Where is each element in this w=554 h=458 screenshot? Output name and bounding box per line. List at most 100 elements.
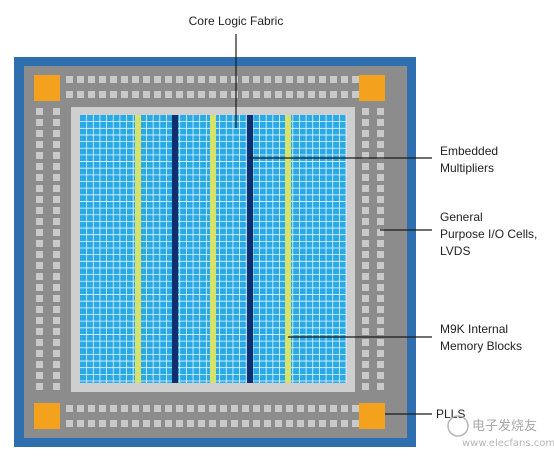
io-cell <box>165 405 172 412</box>
io-cell <box>36 361 43 368</box>
io-cell <box>362 174 369 181</box>
io-cell <box>77 420 84 427</box>
io-cell <box>362 295 369 302</box>
io-cell <box>275 91 282 98</box>
io-cell <box>377 163 384 170</box>
io-cell <box>176 405 183 412</box>
io-cell <box>341 405 348 412</box>
io-cell <box>36 108 43 115</box>
io-cell <box>362 196 369 203</box>
io-cell <box>264 420 271 427</box>
m9k-memory-column-3 <box>285 115 291 383</box>
io-cell <box>377 185 384 192</box>
io-cell <box>362 273 369 280</box>
io-cell <box>253 76 260 83</box>
io-cell <box>242 91 249 98</box>
io-cell <box>36 240 43 247</box>
io-cell <box>165 420 172 427</box>
io-cell <box>286 405 293 412</box>
io-cell <box>36 196 43 203</box>
io-cell <box>341 420 348 427</box>
io-cell <box>362 207 369 214</box>
io-cell <box>362 361 369 368</box>
pll-block-bottom-right <box>359 403 385 429</box>
io-cell <box>77 76 84 83</box>
pll-block-top-right <box>359 75 385 101</box>
io-cell <box>231 405 238 412</box>
io-cell <box>362 218 369 225</box>
io-cell <box>286 91 293 98</box>
io-cell <box>377 130 384 137</box>
io-cell <box>36 141 43 148</box>
io-cell <box>187 420 194 427</box>
io-cell <box>110 91 117 98</box>
io-cell <box>36 383 43 390</box>
io-cell <box>198 420 205 427</box>
io-cell <box>121 420 128 427</box>
io-cell <box>308 405 315 412</box>
io-cell <box>352 76 359 83</box>
watermark: 电子发烧友 www.elecfans.com <box>447 415 554 449</box>
io-cell <box>362 317 369 324</box>
io-cell <box>220 420 227 427</box>
io-cell <box>198 405 205 412</box>
io-cell <box>53 284 60 291</box>
multiplier-column-2 <box>247 115 253 383</box>
io-cell <box>275 420 282 427</box>
io-cell <box>352 405 359 412</box>
io-cell <box>220 405 227 412</box>
io-cell <box>377 317 384 324</box>
io-cell <box>132 420 139 427</box>
io-cell <box>53 196 60 203</box>
io-cell <box>377 284 384 291</box>
label-plls: PLLS <box>436 407 465 421</box>
io-cell <box>231 76 238 83</box>
io-cell <box>53 119 60 126</box>
m9k-memory-column-1 <box>135 115 141 383</box>
io-cell <box>53 273 60 280</box>
io-cell <box>253 91 260 98</box>
io-cell <box>362 383 369 390</box>
io-cell <box>319 420 326 427</box>
io-cell <box>88 420 95 427</box>
io-cell <box>319 91 326 98</box>
io-cell <box>330 76 337 83</box>
io-cell <box>121 405 128 412</box>
io-cell <box>53 130 60 137</box>
io-cell <box>53 317 60 324</box>
io-cell <box>36 295 43 302</box>
io-cell <box>362 185 369 192</box>
io-cell <box>143 405 150 412</box>
io-cell <box>319 405 326 412</box>
io-cell <box>36 306 43 313</box>
io-cell <box>377 152 384 159</box>
io-cell <box>253 405 260 412</box>
io-cell <box>377 361 384 368</box>
io-cell <box>176 76 183 83</box>
io-cell <box>297 91 304 98</box>
io-cell <box>362 119 369 126</box>
label-core-logic-fabric: Core Logic Fabric <box>189 14 284 28</box>
io-cell <box>88 405 95 412</box>
io-cell <box>53 163 60 170</box>
io-cell <box>362 130 369 137</box>
io-cell <box>275 76 282 83</box>
io-cell <box>66 91 73 98</box>
io-cell <box>36 273 43 280</box>
io-cell <box>362 339 369 346</box>
io-cell <box>154 76 161 83</box>
io-cell <box>362 108 369 115</box>
io-cell <box>36 130 43 137</box>
io-cell <box>53 108 60 115</box>
m9k-memory-column-2 <box>210 115 216 383</box>
io-cell <box>362 328 369 335</box>
io-cell <box>377 339 384 346</box>
io-cell <box>297 420 304 427</box>
io-cell <box>53 361 60 368</box>
io-cell <box>297 76 304 83</box>
label-embedded-multipliers-line1: Embedded <box>440 144 498 158</box>
io-cell <box>154 91 161 98</box>
io-cell <box>319 76 326 83</box>
io-cell <box>377 372 384 379</box>
io-cell <box>377 119 384 126</box>
